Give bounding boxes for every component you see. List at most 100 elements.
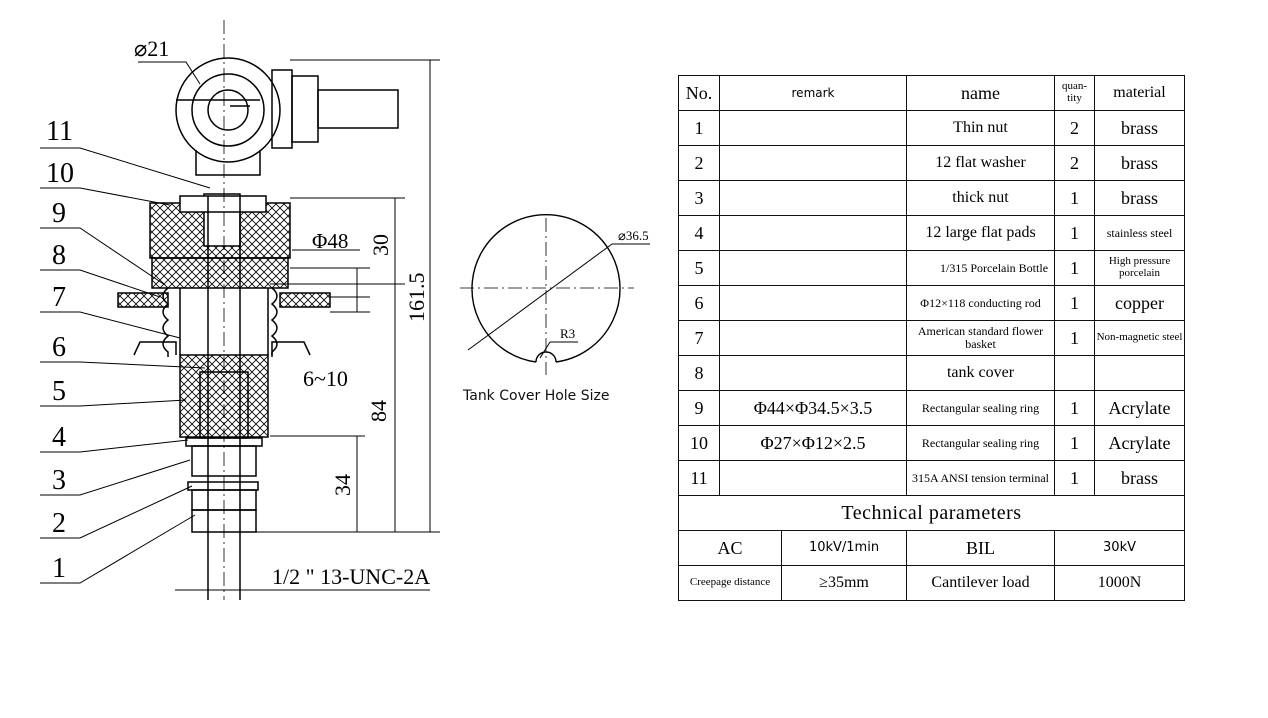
row-material: brass (1094, 460, 1186, 496)
table-row: 10 Φ27×Φ12×2.5 Rectangular sealing ring … (678, 425, 1186, 461)
row-no: 3 (678, 180, 720, 216)
callout-leaders (40, 61, 211, 584)
dim-161-5: 161.5 (404, 273, 429, 323)
table-row: 5 1/315 Porcelain Bottle 1 High pressure… (678, 250, 1186, 286)
row-qty: 2 (1054, 145, 1096, 181)
bil-label: BIL (906, 530, 1056, 566)
row-name: American standard flower basket (906, 320, 1056, 356)
row-qty: 1 (1054, 320, 1096, 356)
cantilever-label: Cantilever load (906, 565, 1056, 601)
row-qty: 1 (1054, 250, 1096, 286)
tank-cover-hole-drawing: ⌀36.5 R3 (460, 214, 650, 375)
row-remark (718, 285, 908, 321)
callout-numbers: 11 10 9 8 7 6 5 4 3 2 1 (46, 116, 74, 584)
creepage-value: ≥35mm (780, 565, 908, 601)
row-material: Acrylate (1094, 425, 1186, 461)
callout-10: 10 (46, 158, 74, 189)
callout-2: 2 (52, 508, 66, 539)
row-qty: 1 (1054, 460, 1096, 496)
tech-title-row: Technical parameters (677, 495, 1186, 531)
row-name: 1/315 Porcelain Bottle (906, 250, 1056, 286)
bil-value: 30kV (1054, 530, 1186, 566)
row-name: Rectangular sealing ring (906, 425, 1056, 461)
row-no: 9 (678, 390, 720, 426)
row-remark (718, 180, 908, 216)
dim-6-10: 6~10 (303, 366, 348, 391)
tech-title: Technical parameters (677, 495, 1186, 531)
table-row: 9 Φ44×Φ34.5×3.5 Rectangular sealing ring… (678, 390, 1186, 426)
dim-thread: 1/2 " 13-UNC-2A (272, 564, 430, 589)
hole-diameter-label: ⌀36.5 (618, 228, 649, 243)
tech-row-ac: AC 10kV/1min BIL 30kV (678, 530, 1186, 566)
callout-5: 5 (52, 376, 66, 407)
row-name: thick nut (906, 180, 1056, 216)
row-material: Non-magnetic steel (1094, 320, 1186, 356)
row-remark (718, 110, 908, 146)
row-qty: 1 (1054, 425, 1096, 461)
dim-84: 84 (366, 400, 391, 422)
row-name: 315A ANSI tension terminal (906, 460, 1056, 496)
row-material (1094, 355, 1186, 391)
row-remark (718, 320, 908, 356)
row-material: Acrylate (1094, 390, 1186, 426)
dim-30: 30 (368, 234, 393, 256)
row-remark (718, 355, 908, 391)
row-remark (718, 460, 908, 496)
table-row: 7 American standard flower basket 1 Non-… (678, 320, 1186, 356)
ac-label: AC (678, 530, 782, 566)
tech-row-creepage: Creepage distance ≥35mm Cantilever load … (678, 565, 1186, 601)
callout-7: 7 (52, 282, 66, 313)
row-remark (718, 145, 908, 181)
bom-header-row: No. remark name quan-tity material (678, 75, 1186, 111)
header-material: material (1094, 75, 1186, 111)
table-row: 3 thick nut 1 brass (678, 180, 1186, 216)
tension-terminal (175, 57, 399, 176)
row-remark (718, 250, 908, 286)
dimension-lines (175, 59, 440, 600)
row-name: tank cover (906, 355, 1056, 391)
row-qty: 1 (1054, 285, 1096, 321)
row-no: 1 (678, 110, 720, 146)
callout-4: 4 (52, 422, 66, 453)
row-no: 8 (678, 355, 720, 391)
row-no: 11 (678, 460, 720, 496)
row-material: brass (1094, 180, 1186, 216)
row-no: 10 (678, 425, 720, 461)
row-qty: 1 (1054, 180, 1096, 216)
cantilever-value: 1000N (1054, 565, 1186, 601)
row-remark: Φ27×Φ12×2.5 (718, 425, 908, 461)
row-name: Φ12×118 conducting rod (906, 285, 1056, 321)
row-name: 12 flat washer (906, 145, 1056, 181)
callout-11: 11 (46, 116, 73, 147)
table-row: 8 tank cover (678, 355, 1186, 391)
table-row: 11 315A ANSI tension terminal 1 brass (678, 460, 1186, 496)
conducting-rod (185, 20, 263, 600)
row-material: brass (1094, 145, 1186, 181)
row-qty: 2 (1054, 110, 1096, 146)
row-material: High pressure porcelain (1094, 250, 1186, 286)
dimension-labels: ⌀21 Φ48 30 161.5 6~10 84 34 1/2 " 13-UNC… (134, 36, 430, 589)
callout-1: 1 (52, 553, 66, 584)
row-material: brass (1094, 110, 1186, 146)
bom-table: No. remark name quan-tity material 1 Thi… (677, 75, 1186, 601)
hole-radius-label: R3 (560, 326, 575, 341)
row-material: stainless steel (1094, 215, 1186, 251)
row-name: Rectangular sealing ring (906, 390, 1056, 426)
row-no: 6 (678, 285, 720, 321)
header-name: name (906, 75, 1056, 111)
row-name: 12 large flat pads (906, 215, 1056, 251)
row-no: 4 (678, 215, 720, 251)
row-qty (1054, 355, 1096, 391)
dim-diameter-21: ⌀21 (134, 36, 169, 61)
row-remark: Φ44×Φ34.5×3.5 (718, 390, 908, 426)
row-name: Thin nut (906, 110, 1056, 146)
tank-cover-plate (117, 292, 331, 356)
table-row: 2 12 flat washer 2 brass (678, 145, 1186, 181)
hole-caption: Tank Cover Hole Size (463, 388, 610, 404)
header-no: No. (678, 75, 720, 111)
callout-8: 8 (52, 240, 66, 271)
dim-phi-48: Φ48 (312, 229, 348, 253)
row-qty: 1 (1054, 390, 1096, 426)
header-remark: remark (718, 75, 908, 111)
row-material: copper (1094, 285, 1186, 321)
